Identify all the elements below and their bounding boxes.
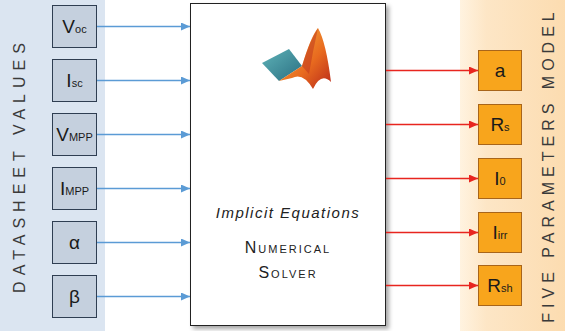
datasheet-box: IMPP <box>52 167 97 210</box>
parameter-symbol: IMPP <box>60 179 89 198</box>
parameter-symbol: α <box>69 233 80 252</box>
band-title: DATASHEET VALUES <box>12 37 28 293</box>
datasheet-box: Isc <box>52 59 97 102</box>
parameter-symbol: β <box>69 287 80 306</box>
input-band: DATASHEET VALUES VocIscVMPP IMPP α β <box>0 0 105 331</box>
parameter-symbol: Iirr <box>492 223 507 242</box>
solver-subtitle: Numerical Solver <box>228 235 348 285</box>
solver-box: Implicit EquationsNumerical Solver <box>190 3 386 326</box>
input-band-fill <box>0 0 105 331</box>
output-band: FIVE PARAMETERS MODEL aRsI0IirrRsh <box>460 0 565 331</box>
input-arrow <box>97 134 190 135</box>
datasheet-box: α <box>52 221 97 264</box>
parameter-symbol: VMPP <box>56 125 93 144</box>
datasheet-box: VMPP <box>52 113 97 156</box>
output-band-fill <box>460 0 565 331</box>
model-parameter-box: a <box>478 50 522 91</box>
parameter-symbol: I0 <box>494 169 505 188</box>
model-parameter-box: Rsh <box>478 265 522 306</box>
output-arrow <box>386 232 478 233</box>
datasheet-box: β <box>52 275 97 318</box>
output-arrow <box>386 178 478 179</box>
parameter-symbol: Isc <box>66 71 82 90</box>
input-arrow <box>97 80 190 81</box>
datasheet-box: Voc <box>52 5 97 48</box>
input-arrow <box>97 296 190 297</box>
model-parameter-box: I0 <box>478 158 522 199</box>
output-arrow <box>386 285 478 286</box>
logo-membrane-peak <box>279 28 331 89</box>
parameter-symbol: Rsh <box>487 276 512 295</box>
input-arrow <box>97 188 190 189</box>
parameter-symbol: Rs <box>490 115 509 134</box>
parameter-symbol: a <box>495 61 506 80</box>
parameter-symbol: Voc <box>62 17 86 36</box>
solver-title: Implicit Equations <box>216 204 361 221</box>
output-arrow <box>386 70 478 71</box>
band-title: FIVE PARAMETERS MODEL <box>541 7 557 322</box>
model-parameter-box: Iirr <box>478 212 522 253</box>
model-parameter-box: Rs <box>478 104 522 145</box>
input-arrow <box>97 26 190 27</box>
matlab-logo <box>262 28 331 89</box>
input-arrow <box>97 242 190 243</box>
logo-shade <box>302 28 318 74</box>
solver-fill <box>190 3 386 326</box>
output-arrow <box>386 124 478 125</box>
